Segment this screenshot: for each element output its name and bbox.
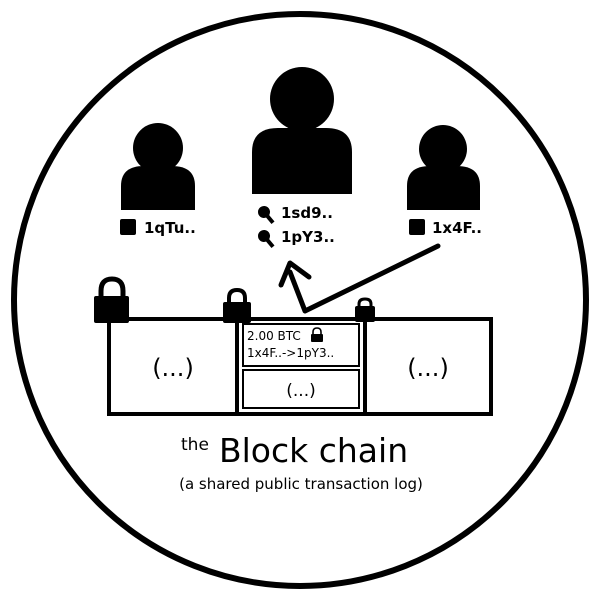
transaction-record xyxy=(242,323,360,367)
padlock-icon xyxy=(355,297,375,322)
person-you-glyph: You xyxy=(271,153,333,188)
person-you-head xyxy=(270,67,334,131)
question-badge-icon xyxy=(120,219,136,235)
block-middle-placeholder: (...) xyxy=(286,381,315,401)
person-unknown-glyph: ? xyxy=(151,178,165,206)
person-friend-glyph: Friend xyxy=(416,186,469,204)
person-you-body xyxy=(252,128,352,194)
block-right-placeholder: (...) xyxy=(407,354,449,382)
block-right xyxy=(363,317,493,416)
question-badge-glyph: ? xyxy=(125,221,132,235)
block-middle-lower xyxy=(242,369,360,409)
caption-prefix: the xyxy=(181,435,209,455)
block-left-placeholder: (...) xyxy=(152,354,194,382)
key-icon xyxy=(258,206,275,225)
person-unknown-body xyxy=(121,166,195,210)
block-chain: (...) 2.00 BTC 1x4F..->1pY3.. (...) (...… xyxy=(94,276,493,416)
key-icon xyxy=(258,230,275,249)
question-badge-glyph: ? xyxy=(414,221,421,235)
person-unknown-head xyxy=(133,123,183,173)
person-you: You 1sd9.. 1pY3.. xyxy=(252,67,352,249)
lock-icon xyxy=(311,327,323,342)
arrow-head-icon xyxy=(278,260,312,288)
padlock-icon xyxy=(94,276,129,323)
transaction-arrow xyxy=(278,243,441,314)
person-you-address-2: 1pY3.. xyxy=(281,228,335,246)
question-badge-icon xyxy=(409,219,425,235)
person-friend-head xyxy=(419,125,467,173)
padlock-icon xyxy=(223,287,251,323)
person-unknown: ? ? 1qTu.. xyxy=(120,123,196,237)
person-friend: Friend ? 1x4F.. xyxy=(407,125,482,237)
person-unknown-address: 1qTu.. xyxy=(144,219,196,237)
transaction-amount: 2.00 BTC xyxy=(247,329,301,343)
person-friend-body xyxy=(407,166,480,210)
caption: the Block chain (a shared public transac… xyxy=(179,431,423,493)
transaction-flow: 1x4F..->1pY3.. xyxy=(247,346,334,360)
caption-subtitle: (a shared public transaction log) xyxy=(179,475,423,493)
caption-title: Block chain xyxy=(219,431,408,470)
person-friend-address: 1x4F.. xyxy=(432,219,482,237)
person-you-address-1: 1sd9.. xyxy=(281,204,333,222)
